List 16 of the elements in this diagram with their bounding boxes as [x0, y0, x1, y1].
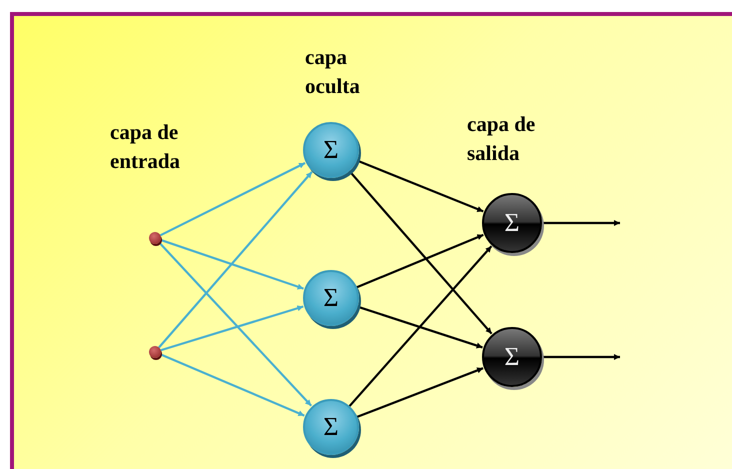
arrow — [158, 242, 312, 407]
arrow — [160, 162, 306, 236]
arrow — [348, 170, 492, 334]
arrow — [356, 367, 484, 418]
layer-label: capa de entrada — [110, 119, 181, 175]
layer-label: capa oculta — [305, 44, 361, 100]
arrow — [160, 238, 304, 290]
arrow — [356, 159, 484, 212]
arrow — [160, 305, 304, 352]
arrow — [542, 354, 620, 360]
arrow — [158, 171, 313, 348]
layer-label: capa de salida — [467, 111, 536, 167]
arrow — [160, 353, 305, 417]
arrow — [356, 234, 484, 288]
arrow — [348, 245, 492, 407]
arrow — [542, 220, 620, 226]
